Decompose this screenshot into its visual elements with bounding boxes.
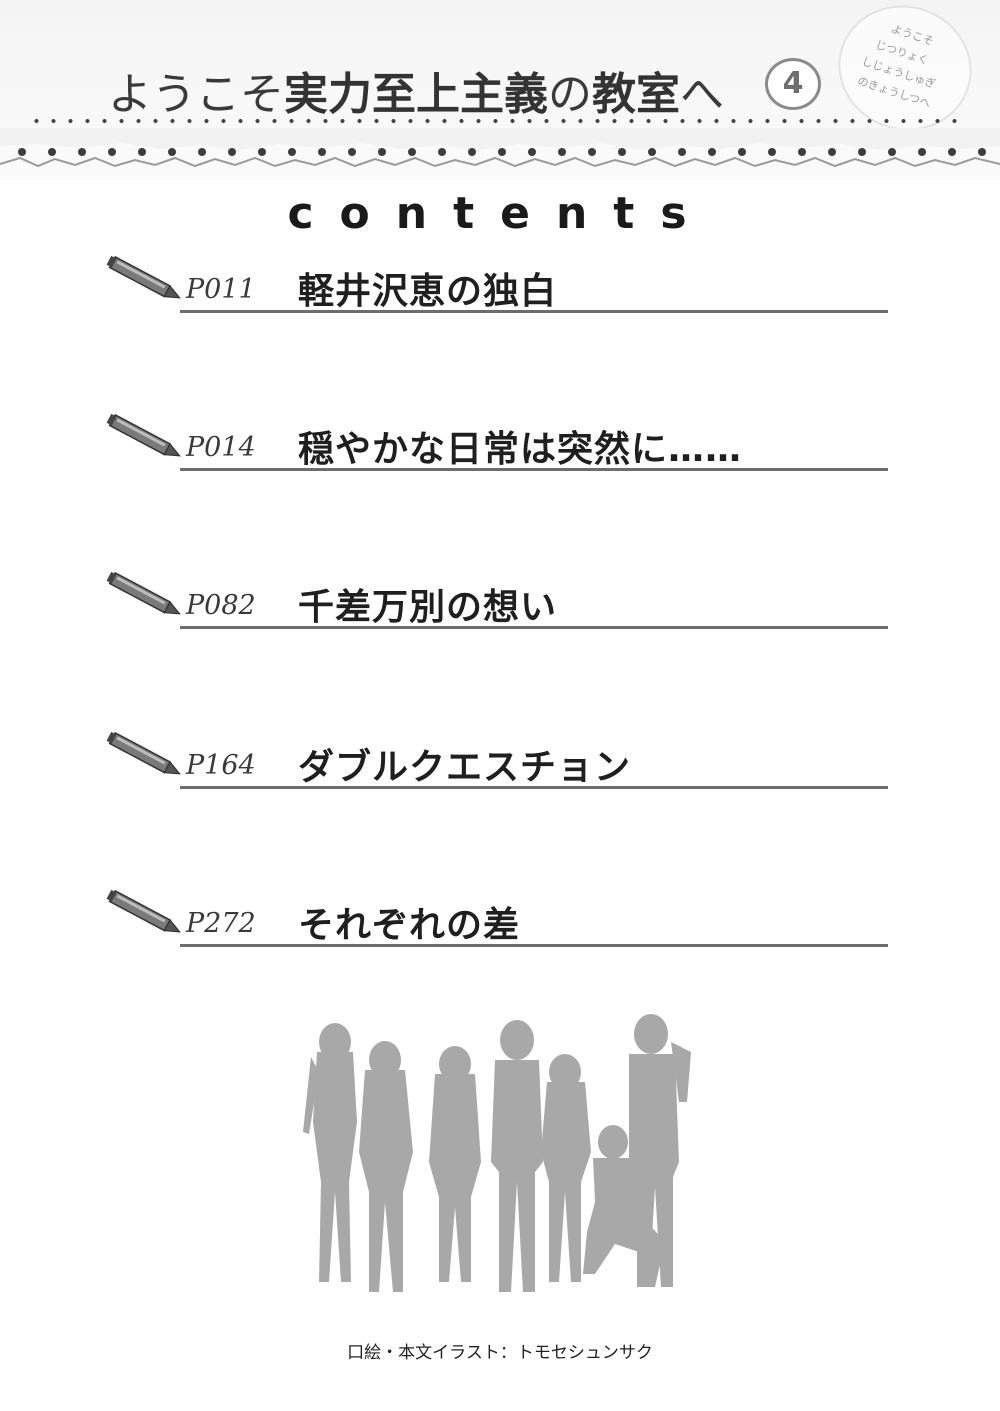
contents-heading: contents (287, 188, 713, 239)
page-number: P011 (186, 274, 256, 305)
silhouette-figure (541, 1054, 591, 1282)
toc-entry[interactable]: P272 それぞれの差 (100, 876, 890, 956)
toc-entry[interactable]: P082 千差万別の想い (100, 558, 890, 638)
title-part: の (548, 69, 592, 120)
entry-underline (180, 786, 888, 789)
silhouette-figure (359, 1041, 413, 1292)
pen-icon (106, 413, 181, 457)
page-number: P082 (186, 590, 256, 621)
title-part: へ (680, 69, 724, 120)
silhouette-figure (491, 1020, 543, 1292)
chapter-title: 千差万別の想い (298, 587, 558, 628)
pen-icon (106, 889, 181, 933)
title-reading-stamp: ようこそ じつりょく しじょうしゅぎ のきょうしつへ (822, 0, 988, 148)
torn-paper-edge (0, 128, 1000, 168)
page-number: P164 (186, 750, 256, 781)
page-number: P014 (186, 432, 256, 463)
book-title: ようこそ実力至上主義の教室へ (108, 58, 724, 122)
entry-underline (180, 468, 888, 471)
chapter-title: 穏やかな日常は突然に…… (298, 429, 743, 470)
pen-icon (106, 731, 181, 775)
chapter-title: 軽井沢恵の独白 (298, 271, 558, 312)
chapter-title: それぞれの差 (298, 905, 521, 946)
toc-entry[interactable]: P164 ダブルクエスチョン (100, 718, 890, 798)
illustration-credit: 口絵・本文イラスト：トモセシュンサク (347, 1343, 653, 1363)
pen-icon (106, 255, 181, 299)
title-part: ようこそ (108, 69, 284, 120)
dotted-rule (28, 118, 958, 124)
toc-entry[interactable]: P014 穏やかな日常は突然に…… (100, 400, 890, 480)
entry-underline (180, 310, 888, 313)
silhouette-figure (629, 1014, 691, 1287)
entry-underline (180, 626, 888, 629)
character-silhouettes (303, 1014, 691, 1292)
toc-entry[interactable]: P011 軽井沢恵の独白 (100, 242, 890, 322)
volume-badge: 4 (765, 58, 821, 110)
entry-underline (180, 944, 888, 947)
silhouette-figure (429, 1046, 481, 1282)
page-number: P272 (186, 908, 256, 939)
title-part: 教室 (592, 69, 680, 120)
pen-icon (106, 571, 181, 615)
silhouette-figure (303, 1023, 357, 1282)
title-part: 実力至上主義 (284, 69, 548, 120)
chapter-title: ダブルクエスチョン (298, 747, 632, 788)
